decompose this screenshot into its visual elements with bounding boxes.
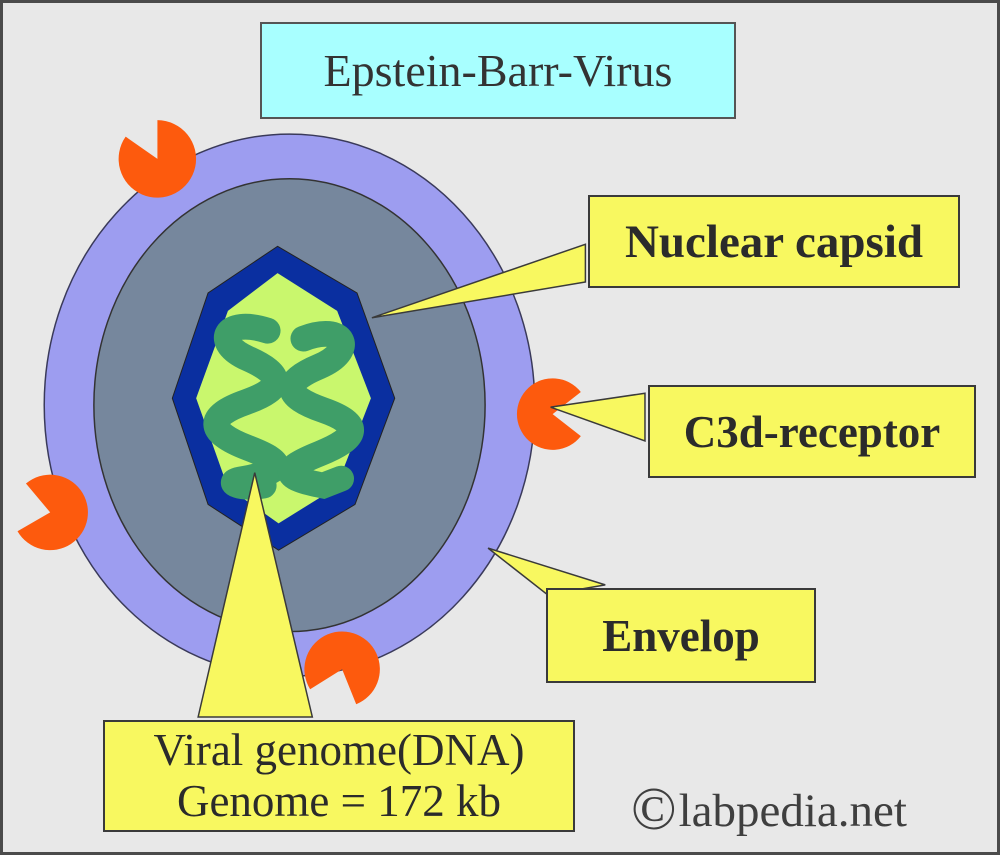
viral-dna-squiggle-left <box>203 313 289 500</box>
envelope-label-text: Envelop <box>602 610 760 661</box>
viral-genome-label: Viral genome(DNA) Genome = 172 kb <box>103 720 575 832</box>
viral-dna-squiggle-right <box>277 321 364 499</box>
c3d-receptor-pointer <box>550 392 646 442</box>
viral-genome-line2: Genome = 172 kb <box>176 776 502 826</box>
c3d-receptor-label: C3d-receptor <box>648 385 976 478</box>
nuclear-capsid-label: Nuclear capsid <box>588 195 960 288</box>
nuclear-capsid-pointer <box>371 243 587 319</box>
c3d-receptor-shape-right <box>516 378 581 450</box>
c3d-receptor-label-text: C3d-receptor <box>683 406 941 457</box>
c3d-receptor-shape-bottom <box>304 631 380 705</box>
envelope-label: Envelop <box>546 588 816 683</box>
c3d-receptor-shape-top <box>118 120 197 198</box>
viral-genome-line1: Viral genome(DNA) <box>153 725 525 776</box>
copyright-icon: © <box>631 776 677 842</box>
viral-genome-pointer <box>197 472 314 718</box>
c3d-receptor-shape-left <box>17 474 88 551</box>
nuclear-capsid-label-text: Nuclear capsid <box>624 215 924 268</box>
diagram-title-text: Epstein-Barr-Virus <box>323 45 673 96</box>
virus-illustration <box>17 120 646 718</box>
watermark-text: labpedia.net <box>678 785 907 837</box>
diagram-title: Epstein-Barr-Virus <box>260 22 736 119</box>
watermark: © labpedia.net <box>631 776 907 842</box>
